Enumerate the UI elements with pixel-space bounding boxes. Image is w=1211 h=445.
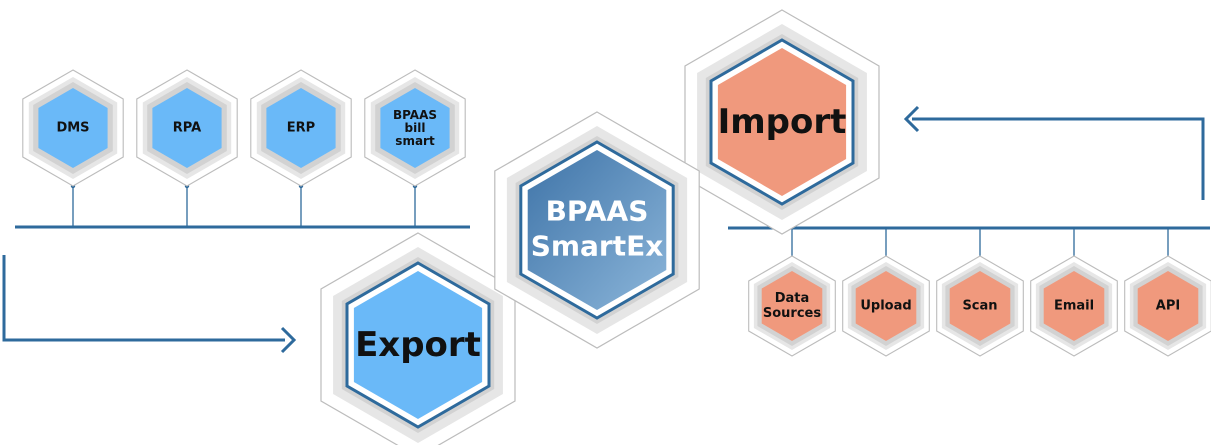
center-label-line-2: SmartEx [531, 230, 664, 263]
right-node-2[interactable]: Scan [936, 255, 1024, 357]
import-flow-line [912, 117, 1205, 200]
import-label: Import [718, 102, 847, 142]
right-node-4[interactable]: API [1124, 255, 1211, 357]
arrow-left-icon [903, 105, 920, 133]
left-node-0-label: DMS [56, 121, 89, 136]
export-label: Export [355, 325, 481, 365]
left-node-connectors [70, 183, 418, 227]
right-node-4-label: API [1156, 299, 1180, 314]
left-node-2[interactable]: ERP [250, 69, 352, 187]
left-node-0[interactable]: DMS [22, 69, 124, 187]
right-node-2-label: Scan [962, 299, 997, 314]
left-node-1-label: RPA [173, 121, 201, 136]
right-node-3-label: Email [1054, 299, 1094, 314]
connector-lines [2, 105, 1210, 354]
center-hexagon[interactable]: BPAAS SmartEx [494, 111, 700, 349]
right-node-0-label: Sources [763, 306, 821, 321]
import-hexagon[interactable]: Import [684, 9, 880, 235]
right-node-1-label: Upload [860, 299, 911, 314]
export-flow-line [2, 255, 285, 342]
right-node-3[interactable]: Email [1030, 255, 1118, 357]
left-node-3-label: BPAAS [393, 108, 437, 122]
left-node-2-label: ERP [287, 121, 315, 136]
right-node-0-label: Data [775, 291, 810, 306]
left-node-3-label: bill [405, 121, 426, 135]
arrow-right-icon [280, 326, 297, 354]
right-node-1[interactable]: Upload [842, 255, 930, 357]
center-label-line-1: BPAAS [546, 195, 649, 228]
left-node-1[interactable]: RPA [136, 69, 238, 187]
export-hexagon[interactable]: Export [320, 232, 516, 445]
left-node-3-label: smart [395, 134, 435, 148]
